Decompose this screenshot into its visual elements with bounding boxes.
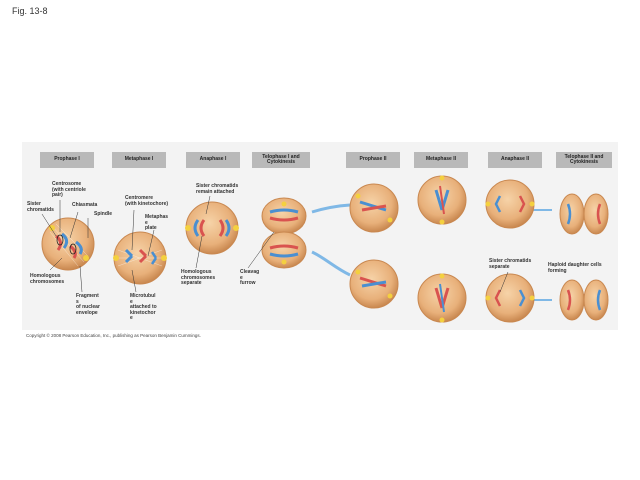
label-fragments-nuclear-envelope: Fragment s of nuclear envelope <box>76 293 100 316</box>
cell-prophase-2-upper <box>349 183 399 233</box>
label-centromere: Centromere (with kinetochore) <box>125 195 169 207</box>
cell-metaphase-2-upper <box>417 175 467 225</box>
stage-metaphase-2: Metaphase II <box>414 152 468 168</box>
figure-title: Fig. 13-8 <box>12 6 48 16</box>
label-chiasmata: Chiasmata <box>72 202 98 208</box>
cell-prophase-1 <box>41 217 95 271</box>
stage-prophase-1: Prophase I <box>40 152 94 168</box>
leader-lines <box>41 195 509 293</box>
stage-prophase-2: Prophase II <box>346 152 400 168</box>
stage-telophase-1: Telophase I and Cytokinesis <box>252 152 310 168</box>
cell-telophase-2-lower <box>559 279 609 321</box>
label-haploid-daughter: Haploid daughter cells forming <box>548 262 602 274</box>
cell-telophase-2-upper <box>559 193 609 235</box>
label-centrosome: Centrosome (with centriole pair) <box>52 181 86 198</box>
arrow-upper <box>311 203 351 214</box>
cell-metaphase-2-lower <box>417 273 467 323</box>
label-sister-chromatids-separate: Sister chromatids separate <box>489 258 532 270</box>
copyright-text: Copyright © 2008 Pearson Education, Inc.… <box>26 333 201 338</box>
cell-anaphase-2-upper <box>485 179 535 229</box>
stage-anaphase-2: Anaphase II <box>488 152 542 168</box>
label-sister-chromatids-remain: Sister chromatids remain attached <box>196 183 239 195</box>
cell-prophase-2-lower <box>349 259 399 309</box>
cell-telophase-1 <box>261 197 307 269</box>
label-sister-chromatids: Sister chromatids <box>27 201 54 213</box>
label-spindle: Spindle <box>94 211 113 217</box>
stage-telophase-2: Telophase II and Cytokinesis <box>556 152 612 168</box>
label-microtubule-kinetochore: Microtubul e attached to kinetochor e <box>130 293 157 321</box>
label-cleavage-furrow: Cleavag e furrow <box>240 269 260 286</box>
stage-anaphase-1: Anaphase I <box>186 152 240 168</box>
arrow-lower <box>311 250 351 277</box>
label-metaphase-plate: Metaphas e plate <box>145 214 169 231</box>
label-homologous-chromosomes: Homologous chromosomes <box>30 273 65 285</box>
stage-metaphase-1: Metaphase I <box>112 152 166 168</box>
label-homologous-separate: Homologous chromosomes separate <box>181 269 216 286</box>
cell-metaphase-1 <box>113 231 167 285</box>
cell-anaphase-1 <box>185 201 239 255</box>
cell-anaphase-2-lower <box>485 273 535 323</box>
